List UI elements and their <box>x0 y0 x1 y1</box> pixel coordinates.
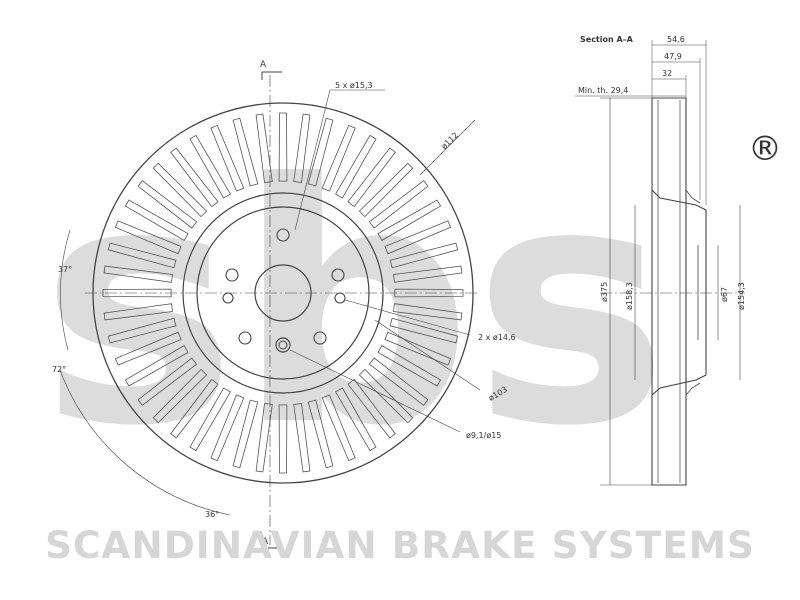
vent-slot <box>189 134 231 199</box>
vent-slot <box>189 387 231 452</box>
vent-slot <box>137 180 198 229</box>
vent-slot <box>232 399 259 469</box>
vent-slot <box>321 124 356 192</box>
vent-slot <box>114 220 182 255</box>
vent-slot <box>368 180 429 229</box>
vent-slot <box>384 331 452 366</box>
vent-slot <box>394 288 464 298</box>
label-angle-37: 37° <box>58 265 72 274</box>
label-total-height: 54,6 <box>667 35 685 44</box>
front-view <box>59 71 481 549</box>
brand-watermark: SCANDINAVIAN BRAKE SYSTEMS <box>45 524 755 567</box>
vent-slot <box>278 404 288 474</box>
label-min-thickness: Min. th. 29,4 <box>578 86 628 95</box>
ventilation-slots <box>102 112 464 474</box>
vent-slot <box>358 162 414 218</box>
label-angle-36: 36° <box>205 510 219 519</box>
label-hat-inner: ø154,3 <box>737 282 746 310</box>
angle-arc-37 <box>60 229 71 351</box>
label-hat-height: 47,9 <box>664 52 682 61</box>
section-title: Section A–A <box>580 35 634 44</box>
vent-slot <box>124 345 189 387</box>
vent-slot <box>368 357 429 406</box>
watermark-logo: sbs <box>40 114 669 498</box>
vent-slot <box>293 113 311 183</box>
label-thickness: 32 <box>662 69 672 78</box>
vent-slot <box>170 147 219 208</box>
friction-ring <box>651 97 687 486</box>
label-thread: ø9,1/ø15 <box>466 431 501 440</box>
label-hat-outer: ø158,3 <box>625 282 634 310</box>
hat-profile <box>651 189 707 396</box>
registered-mark: ® <box>748 129 782 169</box>
leader-hub <box>374 319 481 391</box>
label-bolt-holes: 5 x ø15,3 <box>335 81 373 90</box>
threaded-hole <box>275 337 291 353</box>
threaded-hole-inner <box>278 340 288 350</box>
leader-pcd <box>419 119 476 176</box>
vent-slot <box>389 317 459 344</box>
label-centre-bore: ø67 <box>720 287 729 302</box>
vent-slot <box>393 265 463 283</box>
vent-slot <box>393 303 463 321</box>
leader-bolt-holes <box>294 89 331 231</box>
vent-slot <box>170 378 219 439</box>
vent-slot <box>102 288 172 298</box>
vent-slot <box>107 242 177 269</box>
vent-slot <box>278 112 288 182</box>
section-marker-top: A <box>260 60 267 70</box>
vent-slot <box>321 394 356 462</box>
leader-small-holes <box>344 299 471 336</box>
bolt-hole <box>313 331 327 345</box>
vent-slot <box>293 403 311 473</box>
vent-slot <box>347 378 396 439</box>
vent-slot <box>335 387 377 452</box>
leader-thread <box>289 349 461 433</box>
vent-slot <box>307 117 334 187</box>
vent-slot <box>347 147 396 208</box>
hat-outer-edge <box>182 192 384 394</box>
vent-slot <box>232 117 259 187</box>
vent-slot <box>210 124 245 192</box>
vent-slot <box>335 134 377 199</box>
vent-slot <box>210 394 245 462</box>
vent-slot <box>114 331 182 366</box>
vent-slot <box>152 368 208 424</box>
vent-slot <box>389 242 459 269</box>
vent-slot <box>103 303 173 321</box>
bolt-hole <box>331 268 345 282</box>
vent-slot <box>307 399 334 469</box>
vent-slot <box>124 199 189 241</box>
bolt-hole <box>238 331 252 345</box>
label-angle-72: 72° <box>52 365 66 374</box>
vent-slot <box>377 345 442 387</box>
section-marker-bottom: A <box>262 537 269 547</box>
section-view <box>575 40 745 486</box>
bolt-hole <box>225 268 239 282</box>
vent-slot <box>255 403 273 473</box>
vent-slot <box>377 199 442 241</box>
label-outer-diameter: ø375 <box>600 282 609 302</box>
bolt-holes <box>222 228 346 345</box>
vent-slot <box>137 357 198 406</box>
label-small-holes: 2 x ø14,6 <box>478 333 516 342</box>
vent-slot <box>384 220 452 255</box>
vent-slot <box>152 162 208 218</box>
bolt-hole <box>276 228 290 242</box>
vent-slot <box>103 265 173 283</box>
vent-slot <box>107 317 177 344</box>
angle-arc-72 <box>59 369 231 516</box>
